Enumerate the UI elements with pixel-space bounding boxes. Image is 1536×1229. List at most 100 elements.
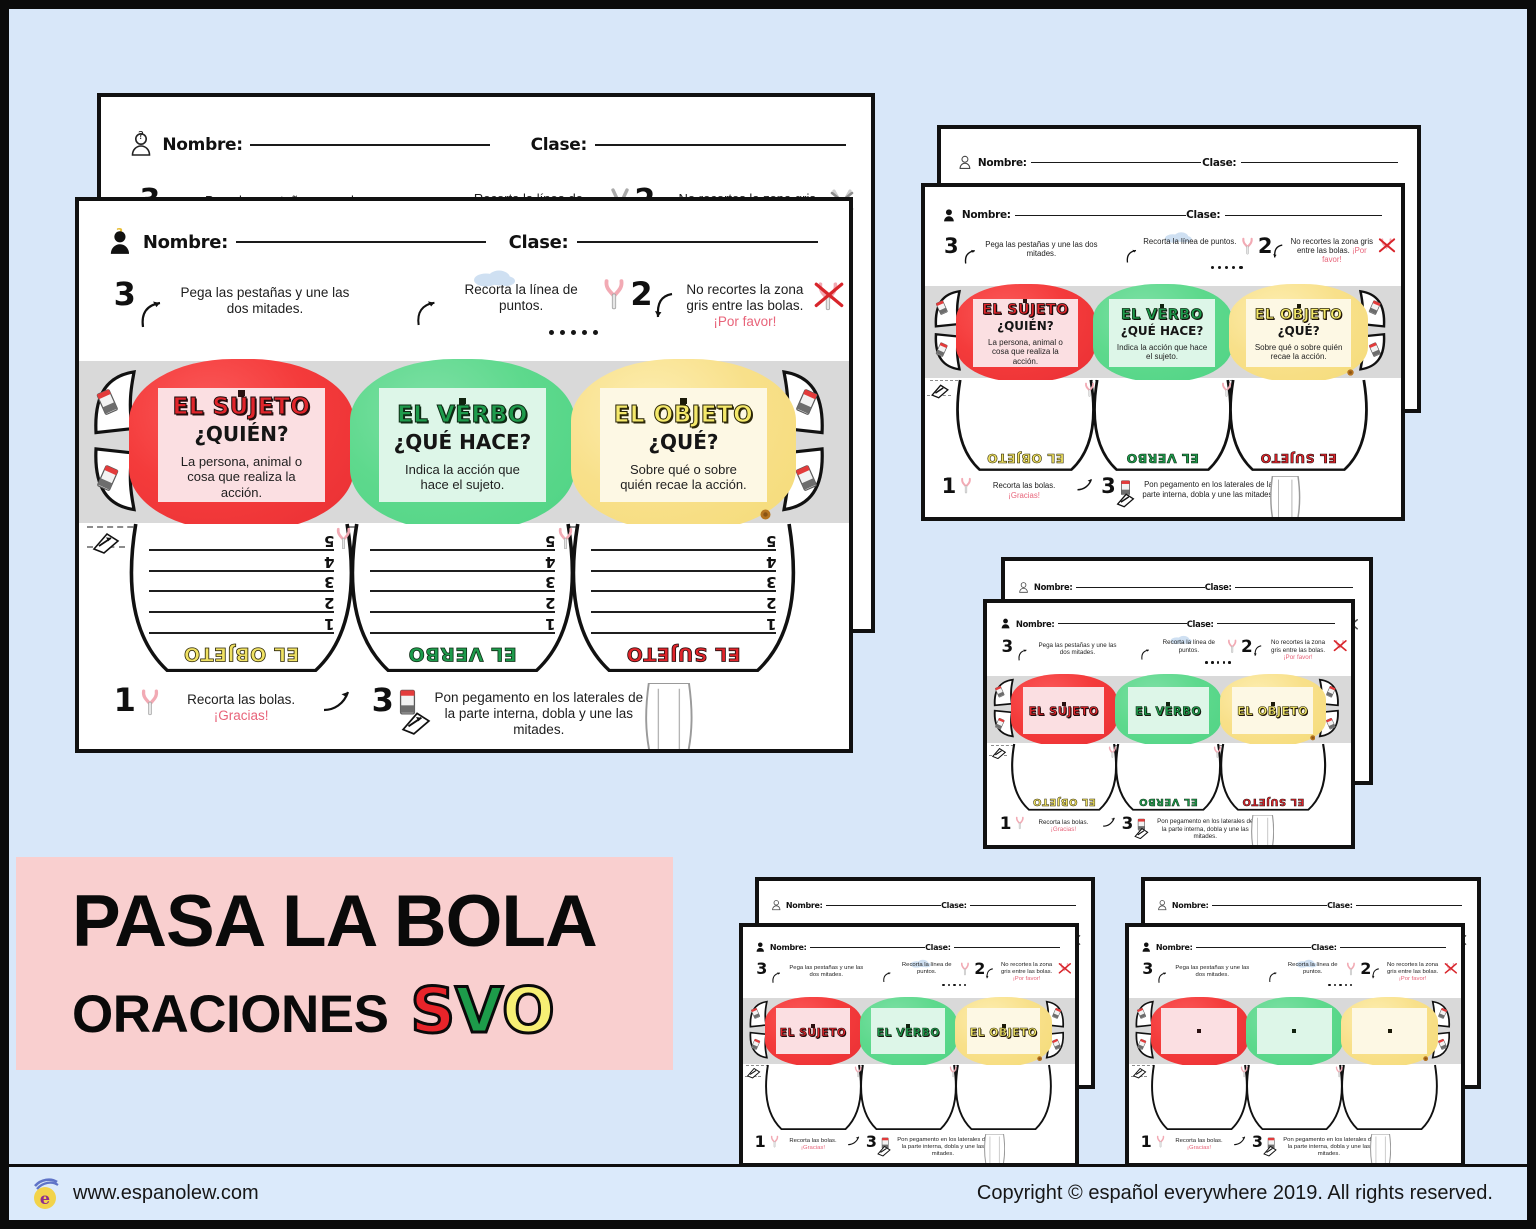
- line-row[interactable]: 4: [370, 551, 556, 572]
- bottom-half-objeto[interactable]: [764, 1064, 862, 1133]
- ball-sujeto[interactable]: [1150, 996, 1248, 1067]
- bottom-half-sujeto[interactable]: EL SUJETO: [1229, 379, 1368, 476]
- name-input-line[interactable]: [1031, 162, 1202, 164]
- line-row[interactable]: 1: [591, 613, 777, 634]
- step-number: 3: [865, 1131, 877, 1151]
- class-input-line[interactable]: [576, 241, 819, 244]
- scissors-icon: [1346, 962, 1356, 978]
- bottom-half-objeto[interactable]: EL OBJETO: [956, 379, 1095, 476]
- ball-objeto[interactable]: EL OBJETO¿QUÉ?Sobre qué o sobre quién re…: [1229, 284, 1369, 382]
- line-row[interactable]: 5: [370, 531, 556, 552]
- ball-question: ¿QUIÉN?: [997, 319, 1054, 334]
- name-input-line[interactable]: [1196, 946, 1312, 948]
- ball-objeto[interactable]: EL OBJETO ¿QUÉ? Sobre qué o sobre quién …: [571, 358, 796, 532]
- bottom-half-objeto[interactable]: [1150, 1064, 1248, 1133]
- scissors-icon: [1084, 382, 1095, 400]
- line-row[interactable]: 5: [591, 531, 777, 552]
- ball-verbo[interactable]: EL VERBO: [859, 996, 957, 1067]
- footer-url[interactable]: www.espanolew.com: [73, 1182, 259, 1204]
- bottom-half-sujeto[interactable]: [955, 1064, 1052, 1133]
- class-input-line[interactable]: [1340, 946, 1447, 948]
- instruction-nocut-top: No recortes la zona gris entre las bolas…: [985, 962, 1072, 983]
- ball-verbo[interactable]: EL VERBO ¿QUÉ HACE? Indica la acción que…: [350, 358, 575, 532]
- class-input-line[interactable]: [594, 143, 847, 146]
- line-row[interactable]: 2: [591, 592, 777, 613]
- bottom-half-verbo[interactable]: [1245, 1064, 1343, 1133]
- no-scissors-icon: [813, 280, 845, 317]
- bottom-half-verbo[interactable]: EL VERBO: [1115, 744, 1222, 814]
- class-input-line[interactable]: [1235, 586, 1354, 588]
- name-input-line[interactable]: [810, 946, 926, 948]
- line-row[interactable]: 4: [591, 551, 777, 572]
- class-input-line[interactable]: [1217, 623, 1336, 625]
- line-row[interactable]: 2: [149, 592, 335, 613]
- ball-card-verbo: EL VERBO: [1127, 686, 1209, 734]
- ball-verbo[interactable]: EL VERBO: [1115, 674, 1222, 746]
- class-input-line[interactable]: [1356, 904, 1463, 906]
- class-input-line[interactable]: [970, 904, 1077, 906]
- line-row[interactable]: 2: [370, 592, 556, 613]
- line-row[interactable]: 4: [149, 551, 335, 572]
- bottom-half-verbo[interactable]: EL VERBO: [1092, 379, 1232, 476]
- name-input-line[interactable]: [1076, 586, 1205, 588]
- ball-sujeto[interactable]: EL SUJETO¿QUIÉN?La persona, animal o cos…: [955, 284, 1095, 382]
- line-row[interactable]: 3: [370, 572, 556, 593]
- ball-card-verbo: [1256, 1008, 1333, 1055]
- no-scissors-icon: [1333, 639, 1347, 656]
- person-question-icon: [942, 206, 957, 225]
- bottom-half-label: EL VERBO: [408, 642, 517, 665]
- ball-verbo[interactable]: EL VERBO¿QUÉ HACE?Indica la acción que h…: [1092, 284, 1232, 382]
- ball-sujeto[interactable]: EL SUJETO: [764, 996, 862, 1067]
- line-row[interactable]: 5: [149, 531, 335, 552]
- bottom-half-label: EL OBJETO: [183, 642, 300, 665]
- scissors-icon: [602, 278, 626, 315]
- name-field-group: Nombre:: [958, 153, 1202, 172]
- name-input-line[interactable]: [1015, 214, 1187, 216]
- bottom-half-sujeto[interactable]: [1341, 1064, 1438, 1133]
- scissors-icon: [1335, 1066, 1343, 1080]
- ball-title: EL SUJETO: [172, 393, 311, 420]
- ball-sujeto[interactable]: EL SUJETO ¿QUIÉN? La persona, animal o c…: [129, 358, 354, 532]
- instruction-text-emphasis: ¡Por favor!: [1283, 653, 1313, 661]
- name-input-line[interactable]: [826, 904, 942, 906]
- line-row[interactable]: 3: [149, 572, 335, 593]
- class-field-group: Clase:: [1202, 157, 1402, 169]
- ball-objeto[interactable]: [1341, 996, 1439, 1067]
- class-input-line[interactable]: [1241, 162, 1398, 164]
- line-row[interactable]: 1: [370, 613, 556, 634]
- class-input-line[interactable]: [954, 946, 1061, 948]
- class-input-line[interactable]: [1225, 214, 1382, 216]
- name-input-line[interactable]: [236, 241, 487, 244]
- dotted-border: [1292, 1029, 1297, 1034]
- worksheet-header: Nombre:Clase:: [958, 146, 1402, 180]
- line-row[interactable]: 1: [149, 613, 335, 634]
- main-worksheet[interactable]: ? Nombre: Clase: 3 Peg: [75, 197, 853, 753]
- instruction-2-top: Recorta la línea de puntos.2: [1125, 235, 1272, 265]
- ball-question: ¿QUÉ HACE?: [393, 429, 532, 454]
- ball-objeto[interactable]: EL OBJETO: [1219, 674, 1326, 746]
- glue-stick-icon: [792, 383, 822, 422]
- bottom-half-objeto[interactable]: EL OBJETO: [1010, 744, 1117, 814]
- curved-arrow-icon: [322, 688, 352, 717]
- ball-verbo[interactable]: [1245, 996, 1343, 1067]
- step-number: 3: [1121, 812, 1134, 833]
- name-field-group: Nombre:: [942, 206, 1187, 225]
- name-input-line[interactable]: [1058, 623, 1187, 625]
- line-row[interactable]: 3: [591, 572, 777, 593]
- bottom-half-sujeto[interactable]: EL SUJETO: [1219, 744, 1326, 814]
- bottom-half-verbo[interactable]: [859, 1064, 957, 1133]
- instruction-text: Pon pegamento en los laterales de la par…: [897, 1136, 989, 1157]
- name-input-line[interactable]: [1212, 904, 1328, 906]
- line-number: 1: [545, 614, 556, 633]
- bottom-half-objeto[interactable]: 5 4 3 2 1 EL OBJETO: [129, 524, 354, 680]
- bottom-half-verbo[interactable]: 5 4 3 2 1 EL VERBO: [350, 524, 575, 680]
- ball-objeto[interactable]: EL OBJETO: [955, 996, 1053, 1067]
- name-input-line[interactable]: [250, 143, 491, 146]
- ball-sujeto[interactable]: EL SUJETO: [1010, 674, 1117, 746]
- bottom-half-sujeto[interactable]: 5 4 3 2 1 EL SUJETO: [571, 524, 796, 680]
